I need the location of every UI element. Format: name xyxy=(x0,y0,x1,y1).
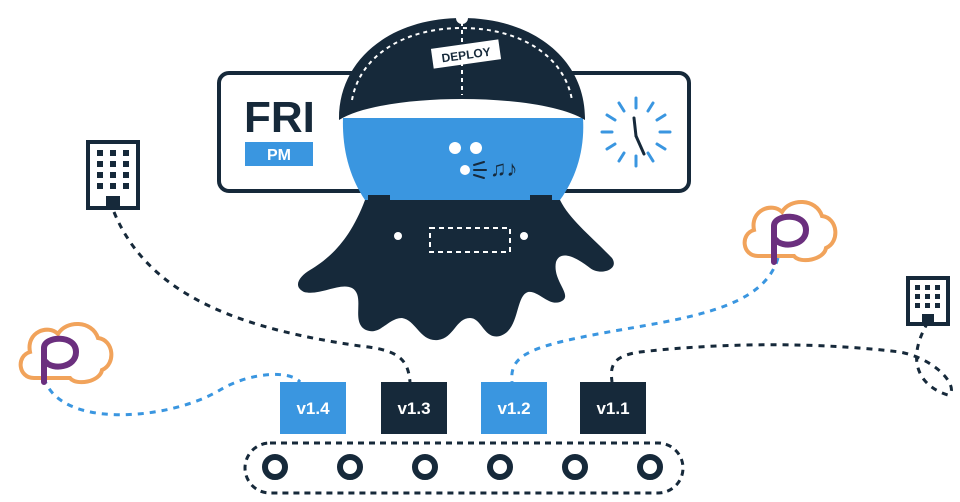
connector-building-right-to-v11 xyxy=(609,321,953,397)
cloud-logo-icon xyxy=(742,200,838,265)
connector-cloud-left-to-v14 xyxy=(42,372,302,417)
octopus-eye-left xyxy=(449,142,461,154)
connector-cloud-right-to-v12 xyxy=(510,257,780,383)
overall-strap-left xyxy=(368,195,390,235)
whistle-lines xyxy=(473,161,487,179)
version-label: v1.3 xyxy=(397,399,430,418)
version-label: v1.4 xyxy=(296,399,330,418)
overall-pocket xyxy=(429,227,511,253)
cap-label: DEPLOY xyxy=(441,45,492,66)
overall-button-left xyxy=(394,232,402,240)
connector-building-left-to-v13 xyxy=(112,211,412,383)
overall-button-right xyxy=(520,232,528,240)
cloud-logo-icon xyxy=(18,322,114,385)
octopus-tentacles xyxy=(297,200,614,341)
version-box: v1.1 xyxy=(580,382,646,434)
cap-label-tag: DEPLOY xyxy=(430,39,502,69)
connector-lines xyxy=(42,211,953,417)
building-icon xyxy=(906,276,950,326)
deploy-cap xyxy=(338,18,586,120)
music-notes-icon: ♫♪ xyxy=(490,156,518,181)
version-label: v1.1 xyxy=(596,399,629,418)
cap-stitching xyxy=(351,26,573,101)
version-box: v1.4 xyxy=(280,382,346,434)
banner-period: PM xyxy=(267,147,291,164)
banner-period-badge xyxy=(245,142,313,166)
overall-strap-right xyxy=(530,195,552,235)
version-label: v1.2 xyxy=(497,399,530,418)
banner-day: FRI xyxy=(244,93,315,142)
building-icon xyxy=(86,140,140,210)
octopus-mascot: DEPLOY ♫♪ xyxy=(297,12,614,341)
conveyor-belt xyxy=(243,441,685,495)
version-box: v1.3 xyxy=(381,382,447,434)
version-box: v1.2 xyxy=(481,382,547,434)
conveyor-roller xyxy=(262,454,663,480)
octopus-mouth xyxy=(460,165,470,175)
clock-icon xyxy=(600,96,672,168)
octopus-body xyxy=(342,118,584,200)
octopus-eye-right xyxy=(470,142,482,154)
cap-button xyxy=(456,12,468,24)
